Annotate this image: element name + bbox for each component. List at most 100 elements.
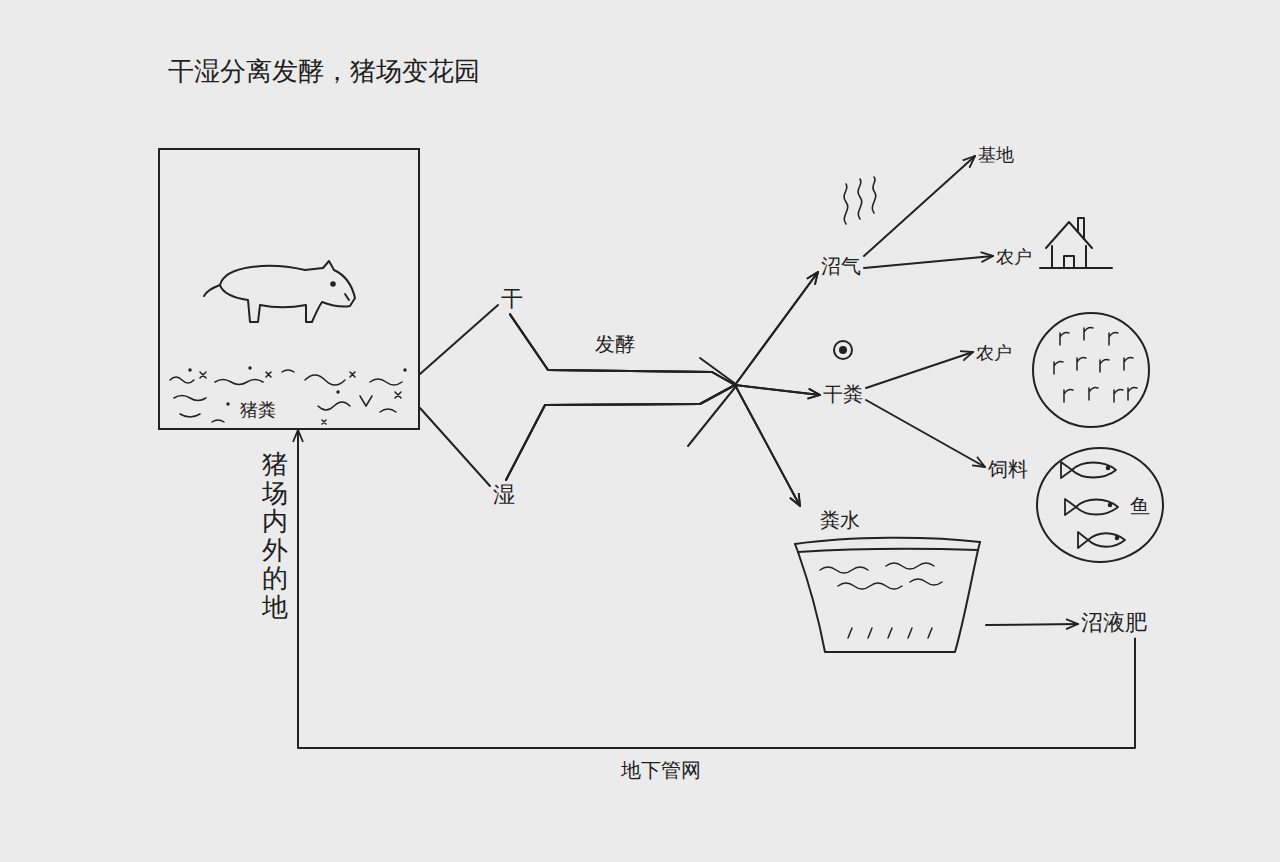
vertical-caption: 猪场内外的地 <box>262 450 288 622</box>
sun-eye-symbol <box>834 341 852 359</box>
fish-drawing <box>1107 467 1110 470</box>
house-icon <box>1052 246 1086 268</box>
fish-drawing <box>1076 500 1118 515</box>
crop-marks <box>1054 362 1063 375</box>
basin-stroke <box>886 563 934 569</box>
manure-scribbles <box>200 372 206 378</box>
house-icon <box>1040 267 1112 269</box>
crop-marks <box>1064 390 1073 403</box>
flow-connector <box>510 314 820 395</box>
manure-scribbles <box>337 391 339 393</box>
manure-scribbles <box>215 380 263 385</box>
biogas-product: 沼气 <box>818 252 864 280</box>
flow-connector <box>420 408 490 486</box>
fish-drawing <box>1109 504 1112 507</box>
node-text: 沼气 <box>821 254 861 278</box>
crop-marks <box>1114 390 1123 403</box>
fish-drawing <box>1072 463 1116 478</box>
manure-scribbles <box>170 367 406 424</box>
house-icon <box>1064 256 1074 268</box>
basin-stroke <box>795 538 980 544</box>
crop-marks <box>1060 333 1069 346</box>
slurry-basin: 粪水 <box>790 506 986 656</box>
crop-marks <box>1054 328 1137 403</box>
house-icon <box>1046 222 1092 248</box>
manure-scribbles <box>305 375 345 385</box>
flow-connector <box>866 352 973 388</box>
sun-eye-symbol <box>840 347 846 353</box>
manure-scribbles <box>404 369 406 371</box>
pig-drawing <box>345 294 349 300</box>
fish-drawing <box>1061 462 1072 478</box>
basin-stroke <box>795 542 980 652</box>
flow-connector <box>506 385 820 480</box>
diagram-title: 干湿分离发酵，猪场变花园 <box>168 56 480 87</box>
manure-scribbles <box>318 402 350 410</box>
pig-pen-box: 猪粪 <box>158 148 420 430</box>
field-outline <box>1033 313 1149 427</box>
dry-output: 干 <box>498 284 526 314</box>
manure-scribbles <box>360 396 372 406</box>
pig-drawing <box>220 261 355 322</box>
manure-scribbles <box>189 369 191 371</box>
fish-drawing <box>1088 533 1125 547</box>
node-text: 沼液肥 <box>1081 610 1147 636</box>
biogas-fertilizer: 沼液肥 <box>1078 608 1150 638</box>
base-destination: 基地 <box>975 142 1017 168</box>
flow-connector <box>420 305 498 374</box>
pig-drawing <box>331 282 335 286</box>
manure-scribbles <box>180 414 200 417</box>
sun-eye-symbol <box>834 341 852 359</box>
crop-marks <box>1128 388 1137 401</box>
basin-stroke <box>820 567 868 573</box>
manure-scribbles <box>282 370 294 372</box>
node-text: 饲料 <box>988 457 1028 481</box>
manure-scribbles <box>170 377 194 383</box>
manure-scribbles <box>212 420 224 422</box>
crop-marks <box>1100 360 1109 373</box>
node-text: 农户 <box>996 246 1032 268</box>
pig-drawing <box>204 285 220 296</box>
manure-scribbles <box>395 392 401 398</box>
node-text: 干 <box>501 286 523 312</box>
steam-symbol <box>844 177 876 224</box>
manure-scribbles <box>227 403 229 405</box>
manure-scribbles <box>322 420 326 424</box>
fish-pond-circle: 鱼 <box>1036 447 1164 563</box>
flow-connector <box>298 430 1135 748</box>
basin-stroke <box>798 549 978 552</box>
flow-connector <box>506 272 818 480</box>
node-text: 鱼 <box>1130 493 1150 520</box>
house-icon <box>1078 218 1084 239</box>
basin-stroke <box>910 579 942 585</box>
feed-destination: 饲料 <box>985 455 1031 483</box>
steam-symbol <box>844 184 848 224</box>
manure-scribbles <box>350 372 355 377</box>
field-outline <box>1033 313 1149 427</box>
fish-drawing <box>1078 532 1088 548</box>
crop-marks <box>1084 328 1093 341</box>
fish-drawing <box>1065 499 1076 515</box>
pig-drawing <box>204 261 355 322</box>
crop-marks <box>1109 333 1118 346</box>
wet-output: 湿 <box>490 480 518 510</box>
basin-stroke <box>838 583 902 589</box>
crop-marks <box>1077 358 1086 371</box>
steam-symbol <box>858 179 862 219</box>
flow-connector <box>510 314 800 506</box>
flow-connector <box>986 624 1078 625</box>
steam-symbol <box>872 177 875 213</box>
crop-marks <box>1124 358 1133 371</box>
node-text: 农户 <box>976 342 1012 364</box>
node-text: 基地 <box>978 144 1014 166</box>
flow-connector <box>510 272 818 385</box>
fish-drawing <box>1061 462 1125 548</box>
flow-connector <box>866 400 985 467</box>
flow-connector <box>506 385 800 506</box>
node-text: 湿 <box>493 482 515 508</box>
node-text: 猪粪 <box>240 398 276 422</box>
connector-label: 地下管网 <box>618 758 704 782</box>
